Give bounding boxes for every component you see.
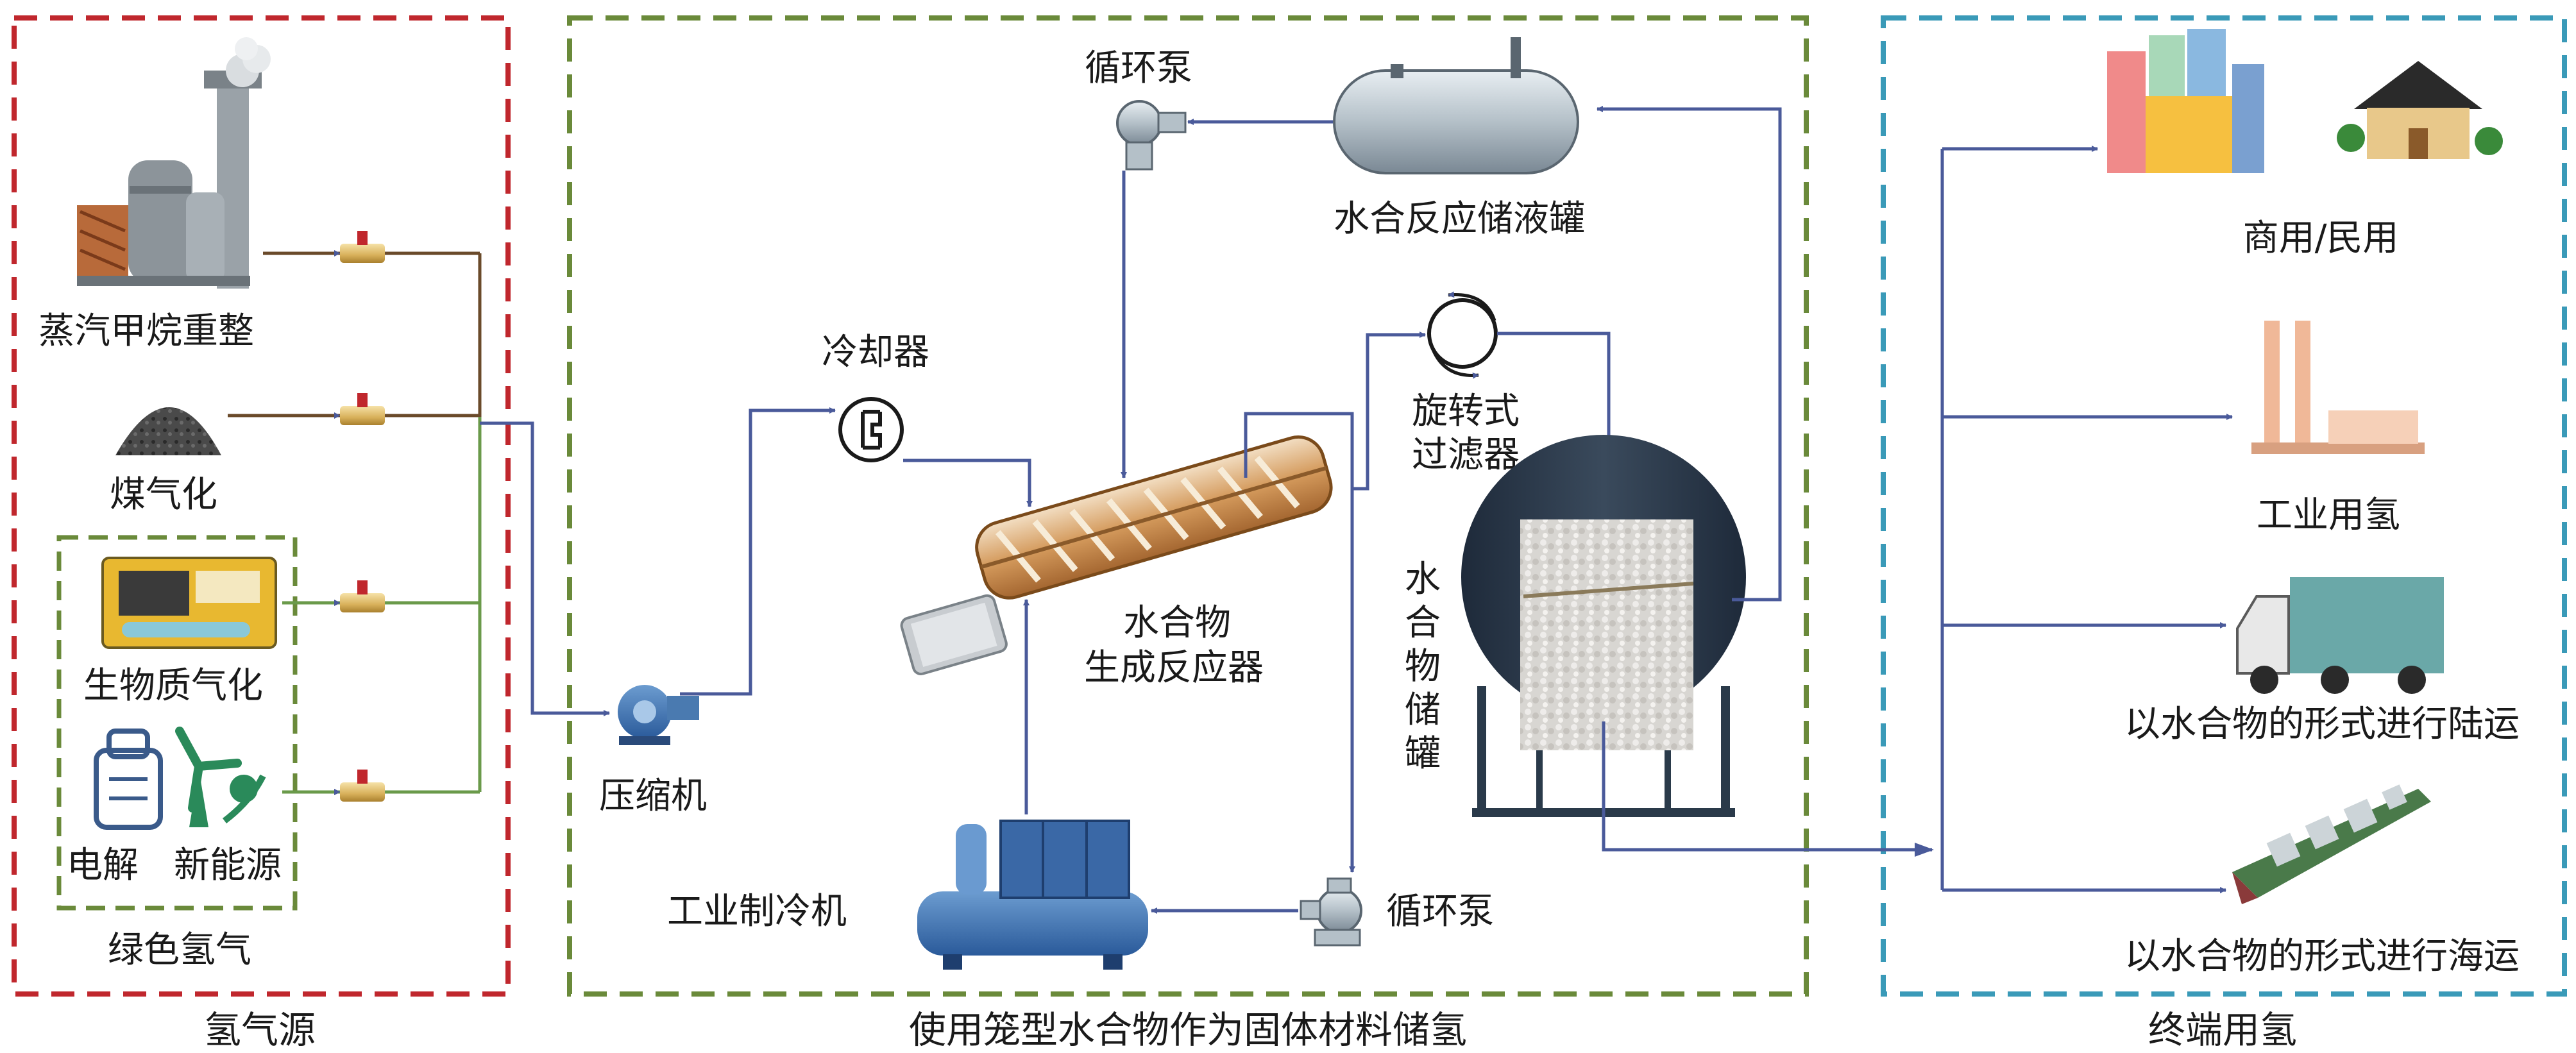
storage-tank-char-1: 水 [1405, 559, 1441, 600]
flow-reactor-filter [1353, 332, 1426, 491]
hydrogen-source-caption: 氢气源 [204, 1008, 316, 1052]
biomass-label: 生物质气化 [83, 665, 263, 707]
electrolysis-label: 电解 [67, 845, 139, 886]
source-lines [228, 250, 610, 795]
rotary-filter-icon [1427, 291, 1498, 379]
tank-icon [1333, 37, 1579, 174]
coal-pile-icon [115, 407, 221, 455]
storage-tank-vertical-label: 水 合 物 储 罐 [1405, 559, 1441, 775]
flow-storage-enduse [1602, 721, 1934, 857]
circ-pump-top-label: 循环泵 [1085, 47, 1192, 89]
rotary-filter-label-2: 过滤器 [1412, 434, 1520, 476]
house-icon [2337, 61, 2503, 159]
chiller-icon [917, 820, 1148, 970]
spherical-tank-icon [1461, 435, 1746, 817]
cooler-label: 冷却器 [822, 332, 929, 373]
green-hydrogen-label: 绿色氢气 [108, 929, 251, 971]
storage-tank-char-2: 合 [1405, 602, 1441, 644]
storage-tank-char-5: 罐 [1405, 733, 1441, 775]
sea-transport-label: 以水合物的形式进行海运 [2124, 936, 2520, 977]
chiller-label: 工业制冷机 [667, 891, 847, 932]
screw-reactor-icon [900, 435, 1333, 675]
flow-compressor-cooler [680, 407, 836, 696]
factory-icon [77, 37, 271, 289]
ship-icon [2232, 784, 2431, 904]
pump-icon [1116, 100, 1187, 171]
storage-caption: 使用笼型水合物作为固体材料储氢 [909, 1008, 1467, 1052]
rotary-filter-label-1: 旋转式 [1412, 391, 1520, 432]
land-transport-label: 以水合物的形式进行陆运 [2124, 703, 2520, 745]
biomass-machine-icon [101, 557, 277, 649]
storage-border [567, 15, 1809, 997]
coal-label: 煤气化 [110, 474, 217, 516]
reactor-label-2: 生成反应器 [1084, 647, 1264, 689]
flow-filter-storage [1497, 332, 1612, 483]
end-use-caption: 终端用氢 [2148, 1008, 2297, 1052]
renewable-label: 新能源 [174, 845, 282, 886]
compressor-icon [618, 685, 699, 745]
storage-tank-char-3: 物 [1405, 646, 1441, 687]
end-use-lines [1940, 146, 2233, 893]
end-use-border [1881, 15, 2567, 997]
storage-tank-char-4: 储 [1405, 689, 1441, 731]
liquid-tank-label: 水合反应储液罐 [1334, 198, 1585, 240]
flow-reactor-return [1244, 412, 1355, 873]
electrolyzer-icon [94, 729, 163, 830]
smr-label: 蒸汽甲烷重整 [38, 310, 254, 352]
compressor-label: 压缩机 [599, 775, 707, 817]
industrial-label: 工业用氢 [2257, 494, 2400, 536]
hydrogen-source-border [12, 15, 511, 997]
circ-pump-bottom-label: 循环泵 [1386, 891, 1494, 932]
wind-turbine-icon [175, 727, 266, 827]
flow-cooler-reactor [903, 459, 1033, 507]
green-hydrogen-border [56, 535, 298, 911]
buildings-icon [2107, 29, 2264, 173]
reactor-label-1: 水合物 [1123, 602, 1231, 644]
flow-storage-tank-liquid [1597, 106, 1782, 602]
truck-icon [2236, 577, 2444, 694]
commercial-label: 商用/民用 [2243, 217, 2399, 259]
pump-icon [1300, 877, 1362, 947]
valve-icon [340, 231, 385, 802]
cooler-icon [838, 397, 904, 462]
chimney-icon [2251, 321, 2425, 454]
